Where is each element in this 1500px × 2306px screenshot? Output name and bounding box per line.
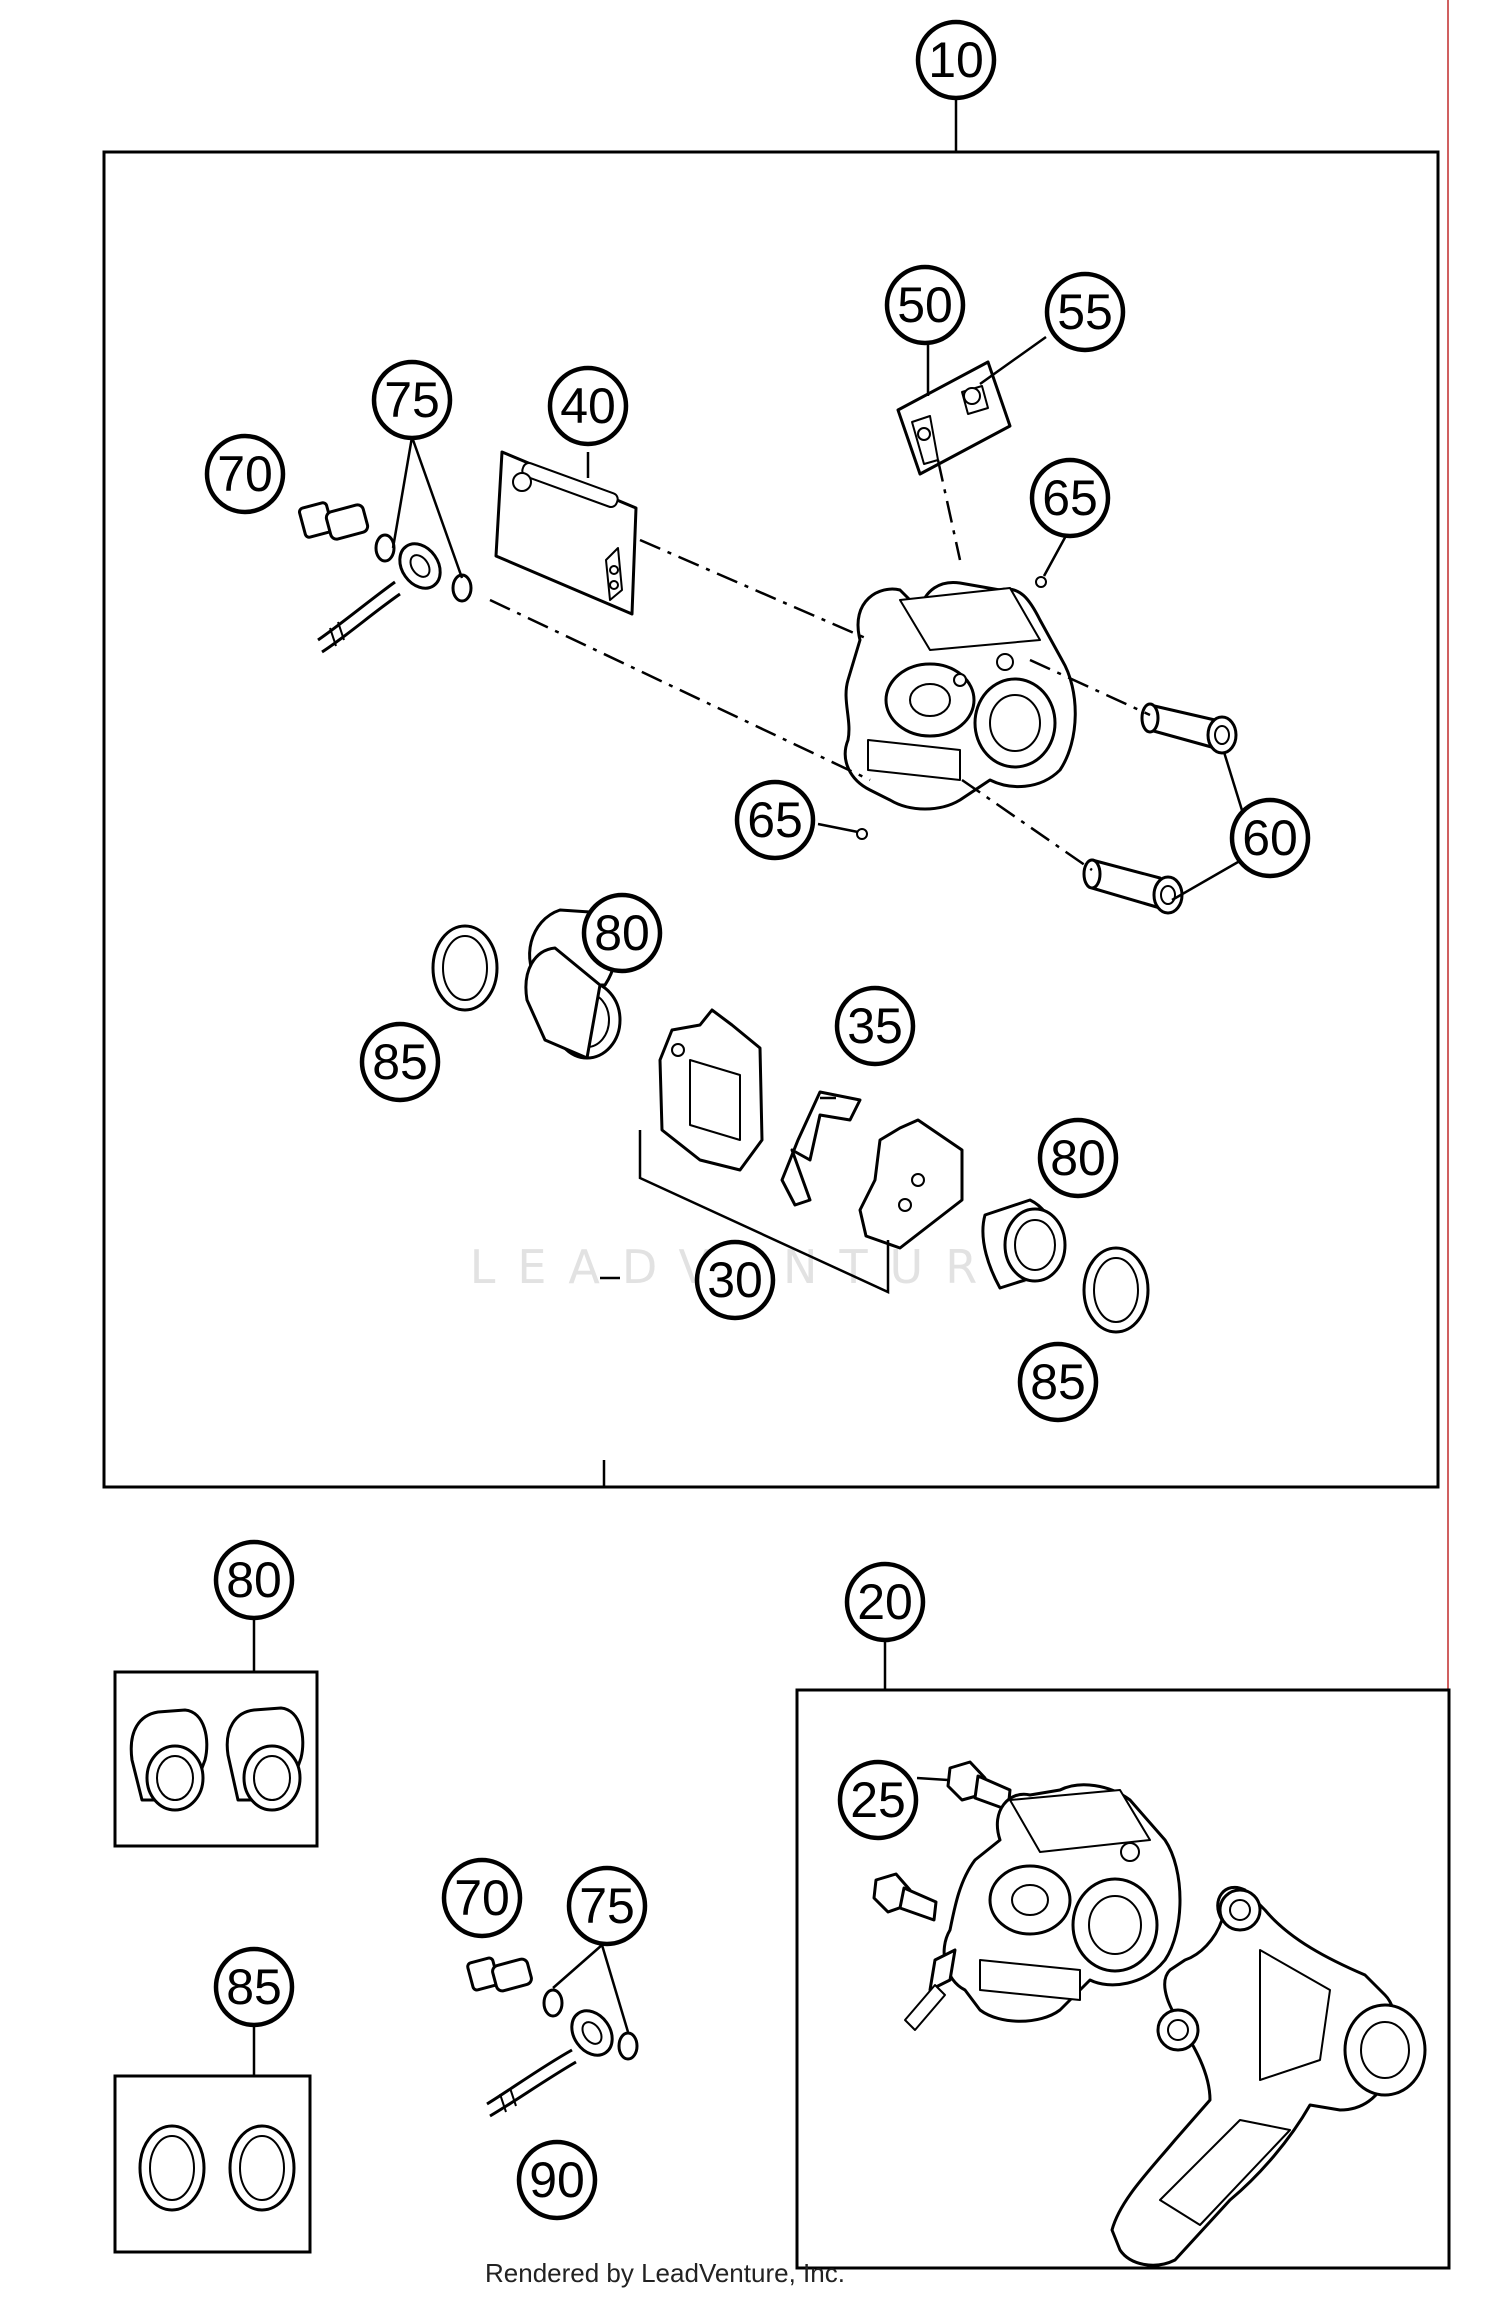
callout-75-top: 75 [371,359,453,441]
caliper-body [843,580,1077,811]
seal-set-85 [138,2124,296,2212]
assembly-10-frame [102,150,1440,1489]
svg-text:80: 80 [226,1552,282,1608]
callout-80-right: 80 [1037,1117,1119,1199]
seal-set-85-frame [113,2074,312,2254]
callout-85-set: 85 [213,1946,295,2028]
callout-85-left: 85 [359,1021,441,1103]
svg-text:65: 65 [1042,470,1098,526]
callout-20: 20 [844,1561,926,1643]
svg-text:75: 75 [579,1878,635,1934]
o-ring-65-bottom [856,828,868,840]
svg-text:40: 40 [560,378,616,434]
callout-35: 35 [834,985,916,1067]
bleeder-kit [896,360,1012,476]
callout-10: 10 [915,19,997,101]
callout-85-right: 85 [1017,1341,1099,1423]
callout-65-top: 65 [1029,457,1111,539]
svg-text:65: 65 [747,792,803,848]
piston-set-80 [129,1706,305,1812]
svg-text:85: 85 [1030,1354,1086,1410]
svg-text:10: 10 [928,32,984,88]
callout-65-bottom: 65 [734,779,816,861]
svg-text:70: 70 [217,446,273,502]
brake-line-assembly-bottom [466,1956,639,2118]
caliper-assembly-20 [872,1760,1427,2267]
callout-80-top: 80 [581,892,663,974]
callout-70-top: 70 [204,433,286,515]
svg-text:60: 60 [1242,810,1298,866]
svg-text:50: 50 [897,277,953,333]
piston-80-right [981,1198,1067,1290]
svg-text:25: 25 [850,1772,906,1828]
callout-80-set: 80 [213,1539,295,1621]
callout-75-bottom: 75 [566,1865,648,1947]
piston-set-80-frame [113,1670,319,1848]
svg-text:75: 75 [384,372,440,428]
pin-kit-40 [494,450,638,616]
svg-text:70: 70 [454,1870,510,1926]
svg-text:55: 55 [1057,284,1113,340]
callout-60: 60 [1229,797,1311,879]
callout-50: 50 [884,264,966,346]
callout-40: 40 [547,365,629,447]
svg-text:85: 85 [226,1959,282,2015]
o-ring-65-top [1035,576,1047,588]
callout-30: 30 [694,1239,776,1321]
pad-set-30 [638,1008,964,1294]
callout-90: 90 [516,2139,598,2221]
footer-credit: Rendered by LeadVenture, Inc. [485,2258,845,2288]
guide-sleeves-60 [1082,702,1238,915]
callout-70-bottom: 70 [441,1857,523,1939]
svg-text:80: 80 [1050,1130,1106,1186]
pad-spring-35 [780,1090,862,1207]
assembly-20-frame [795,1688,1451,2270]
svg-text:90: 90 [529,2152,585,2208]
svg-text:30: 30 [707,1252,763,1308]
svg-text:85: 85 [372,1034,428,1090]
svg-text:20: 20 [857,1574,913,1630]
callout-55: 55 [1044,271,1126,353]
callout-25: 25 [837,1759,919,1841]
brake-line-assembly-top [297,501,473,654]
svg-text:35: 35 [847,998,903,1054]
svg-text:80: 80 [594,905,650,961]
